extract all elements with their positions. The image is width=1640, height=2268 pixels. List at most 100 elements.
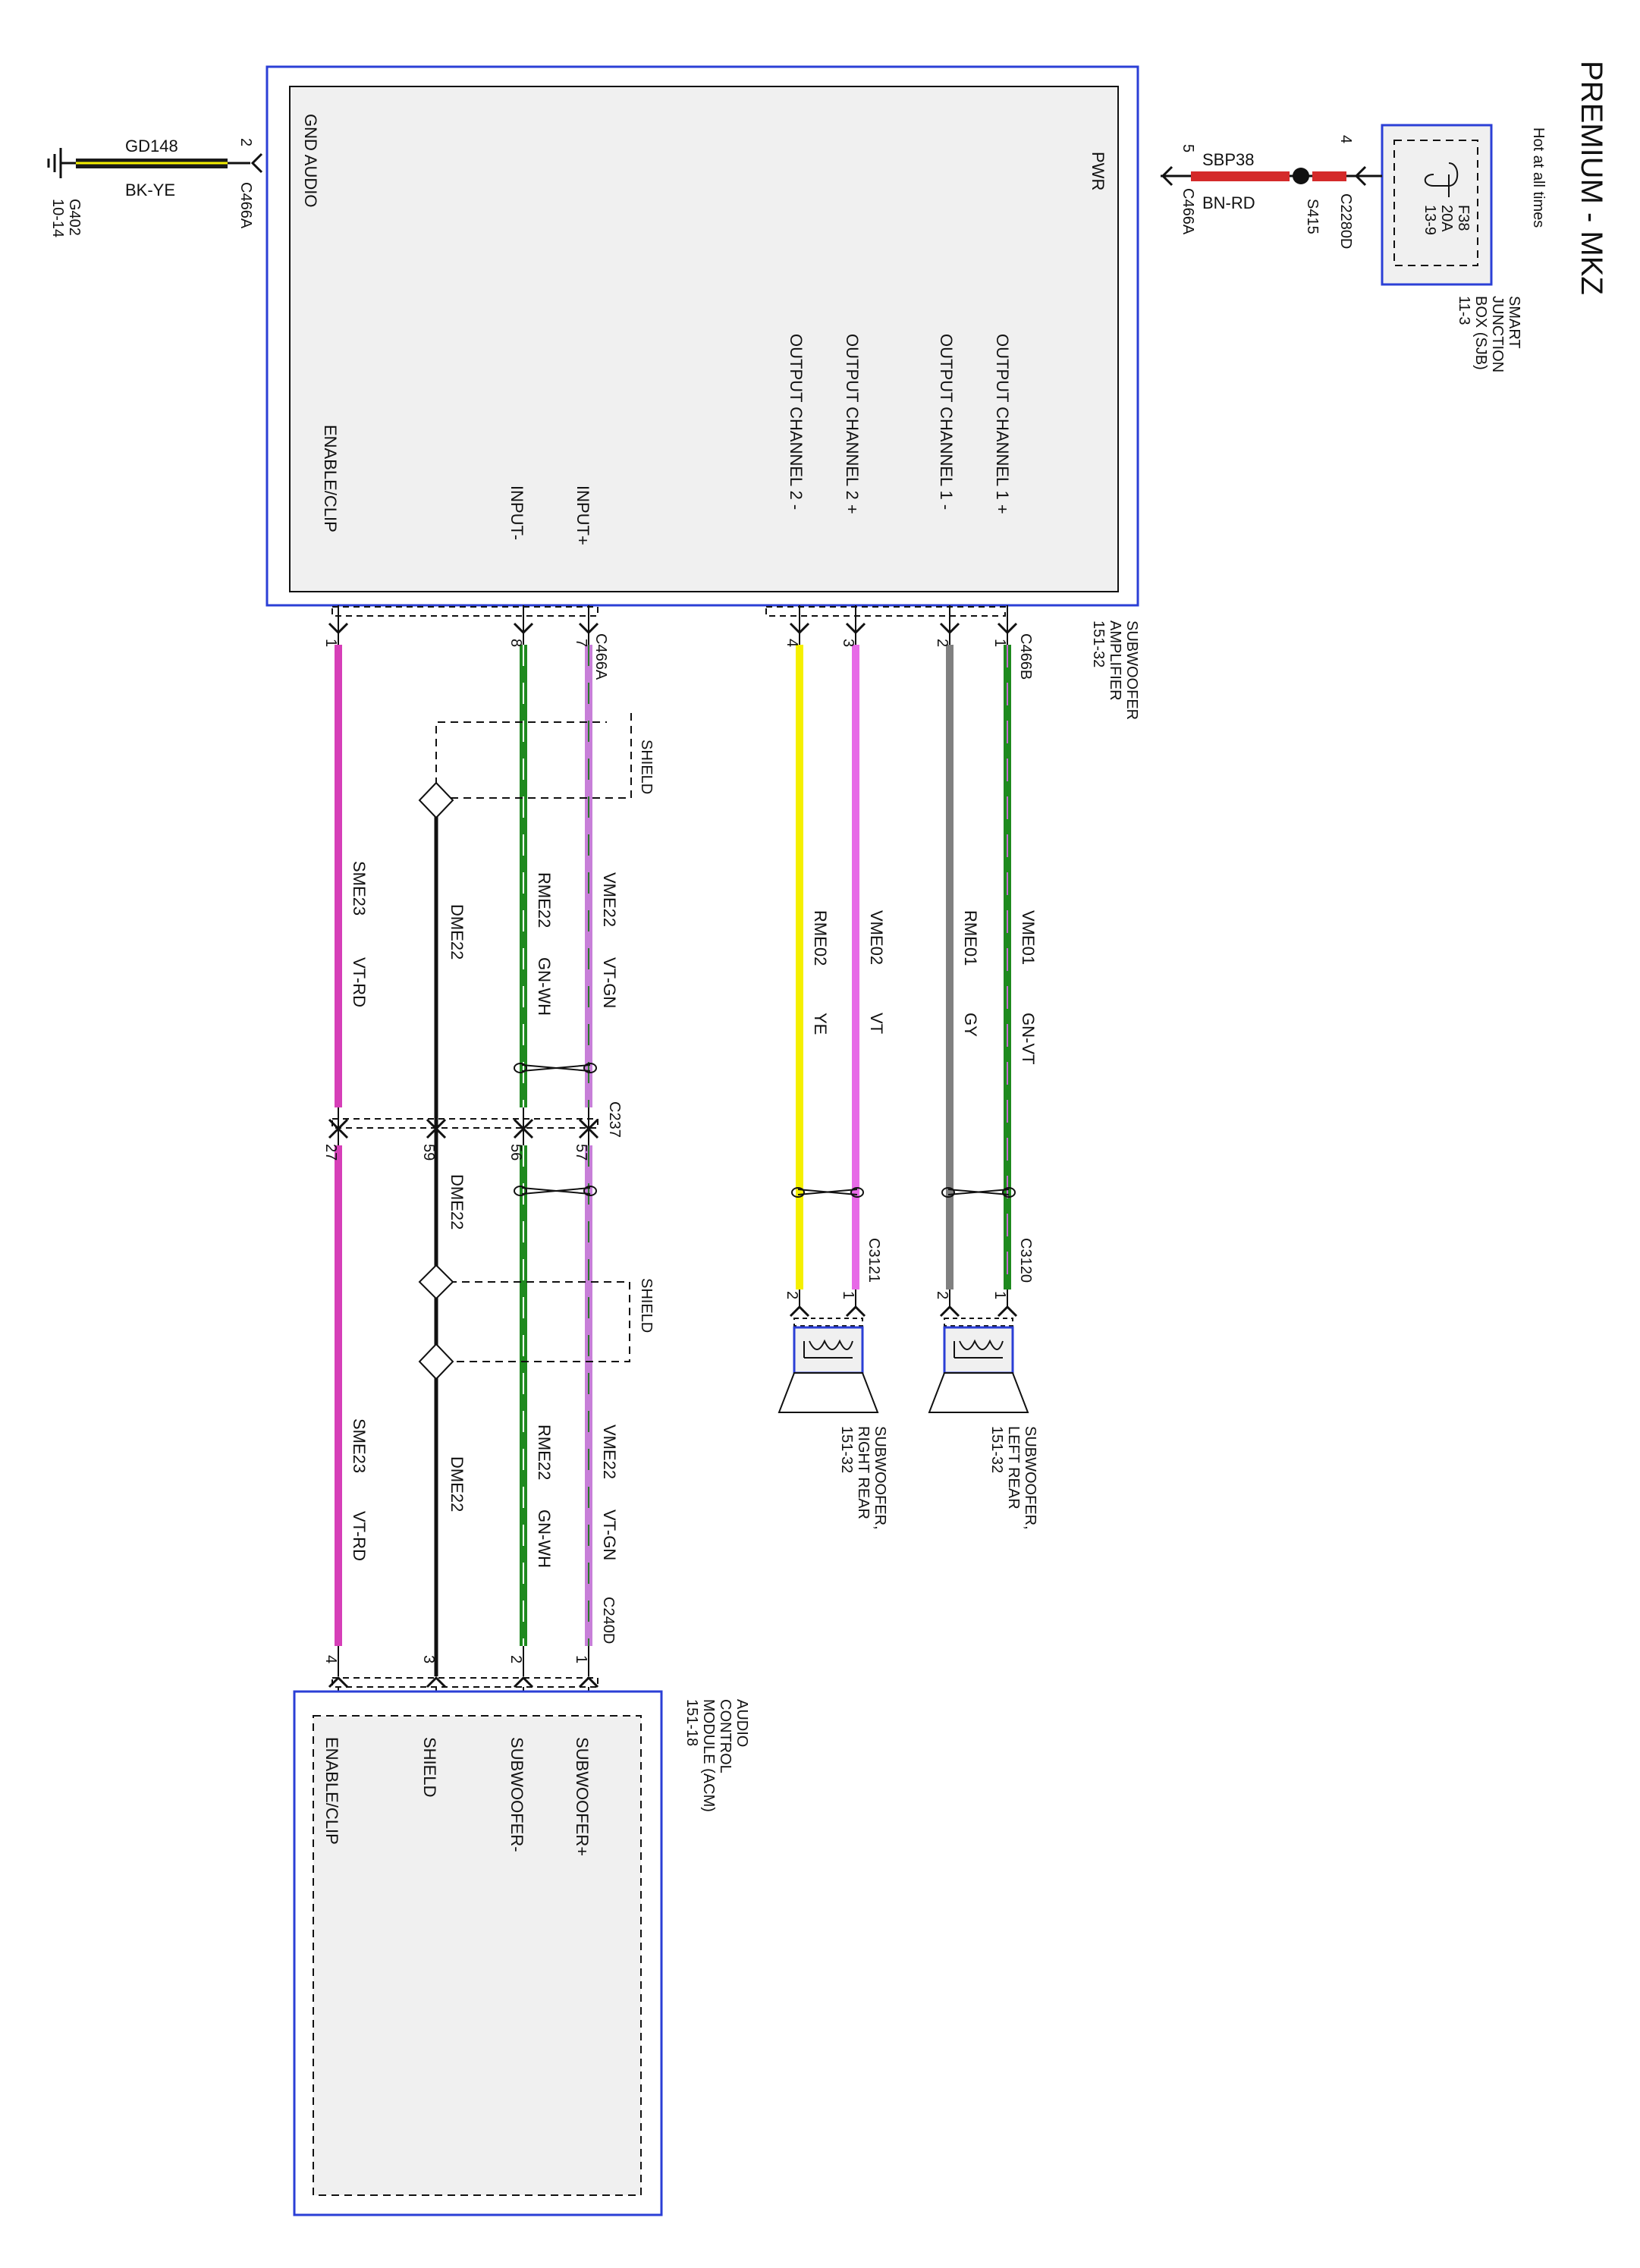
wire2-pin: 2 [934, 639, 950, 647]
wire3-pin: 3 [840, 639, 856, 647]
amp-pin-out2-plus: OUTPUT CHANNEL 2 + [843, 334, 862, 514]
c237-pin-input-plus: 57 [573, 1144, 589, 1161]
right-speaker-name-line3: 151-32 [838, 1426, 855, 1473]
speaker-cone-icon [928, 1372, 1029, 1413]
connector-c466a [331, 606, 599, 617]
power-circuit: SBP38 [1202, 150, 1255, 169]
power-pin: 5 [1180, 144, 1196, 152]
amp-connector-b: C466B [1017, 633, 1034, 680]
acm-pin-1: 1 [573, 1655, 589, 1663]
splice-dot [1293, 168, 1309, 184]
left-speaker-name-line2: LEFT REAR [1005, 1426, 1022, 1509]
ground-connector: C466A [237, 182, 254, 229]
ground-pin: 2 [237, 138, 254, 146]
ground-ref-id: G402 [66, 199, 83, 236]
ground-ref-page: 10-14 [49, 199, 66, 237]
input-minus-color-code-lower: GN-WH [535, 1509, 554, 1568]
amp-pin-gnd-audio: GND AUDIO [301, 114, 320, 207]
acm-pin-enable-clip: ENABLE/CLIP [322, 1737, 341, 1845]
enable-circuit: SME23 [350, 861, 369, 916]
acm-name-line2: CONTROL [717, 1699, 734, 1773]
input-minus-pin: 8 [507, 639, 524, 647]
amp-pin-out2-minus: OUTPUT CHANNEL 2 - [787, 334, 806, 510]
left-speaker-pin2: 2 [934, 1291, 950, 1299]
c237-label: C237 [606, 1101, 623, 1138]
wire3-color-code: VT [867, 1013, 886, 1034]
sjb-connector: C2280D [1337, 193, 1354, 249]
right-speaker-name-line1: SUBWOOFER, [872, 1426, 888, 1530]
enable-circuit-lower: SME23 [350, 1418, 369, 1473]
splice-label: S415 [1304, 199, 1321, 234]
ground-color-code: BK-YE [125, 181, 175, 199]
shield-drain-icon [418, 1264, 454, 1300]
shield-circuit: DME22 [448, 904, 467, 960]
amp-pin-out1-plus: OUTPUT CHANNEL 1 + [993, 334, 1012, 514]
shield-drain-icon [418, 781, 454, 819]
sjb-name-line1: SMART [1506, 296, 1522, 349]
wire4-circuit: RME02 [811, 910, 830, 966]
acm-pin-shield: SHIELD [420, 1737, 439, 1797]
acm-name-line4: 151-18 [683, 1699, 700, 1746]
wire3-circuit: VME02 [867, 910, 886, 965]
acm-name-line3: MODULE (ACM) [700, 1699, 717, 1812]
right-rear-subwoofer: SUBWOOFER, RIGHT REAR 151-32 [778, 1326, 888, 1530]
wire1-pin: 1 [991, 639, 1008, 647]
input-plus-color-code-lower: VT-GN [600, 1509, 619, 1560]
fuse-cavity: 13-9 [1422, 205, 1438, 235]
left-speaker-name-line1: SUBWOOFER, [1022, 1426, 1038, 1530]
enable-color-code-lower: VT-RD [350, 1511, 369, 1561]
acm-connector: C240D [600, 1597, 617, 1644]
shield-label-lower: SHIELD [638, 1278, 655, 1333]
input-plus-pin: 7 [573, 639, 589, 647]
fuse-id: F38 [1455, 205, 1472, 231]
speaker-cone-icon [778, 1372, 879, 1413]
c237-pin-shield: 59 [420, 1144, 437, 1161]
connector-c237 [331, 1118, 599, 1129]
amp-pin-input-minus: INPUT- [507, 485, 526, 540]
subwoofer-amplifier: GND AUDIO PWR OUTPUT CHANNEL 1 + OUTPUT … [265, 65, 1140, 720]
speaker-wires: 1 2 3 4 VME01 GN-VT RME01 GY VME02 VT RM… [784, 605, 1038, 1327]
input-minus-circuit-lower: RME22 [535, 1425, 554, 1480]
right-speaker-connector: C3121 [866, 1238, 882, 1283]
signal-wires: 7 8 1 SHIELD VME22 VT-GN RME22 GN-WH DME… [322, 605, 655, 1716]
enable-color-code: VT-RD [350, 957, 369, 1007]
input-plus-circuit-lower: VME22 [600, 1425, 619, 1479]
left-speaker-connector: C3120 [1017, 1238, 1034, 1283]
amp-pin-out1-minus: OUTPUT CHANNEL 1 - [937, 334, 956, 510]
c237-pin-enable: 27 [322, 1144, 339, 1161]
power-color-code: BN-RD [1202, 193, 1255, 212]
amp-connector-a: C466A [592, 633, 609, 680]
power-feed: 4 C2280D S415 SBP38 BN-RD 5 C466A [1161, 135, 1382, 249]
wire1-circuit: VME01 [1019, 910, 1038, 965]
amp-name-line1: SUBWOOFER [1123, 620, 1140, 720]
wire4-pin: 4 [784, 639, 800, 647]
sjb-hot-label: Hot at all times [1530, 127, 1547, 228]
ground-feed: GD148 BK-YE 2 C466A G402 10-14 [47, 137, 263, 237]
shield-circuit-lower: DME22 [448, 1456, 467, 1512]
ground-circuit: GD148 [125, 137, 178, 155]
right-speaker-pin1: 1 [840, 1291, 856, 1299]
wire2-color-code: GY [961, 1013, 980, 1037]
sjb-pin: 4 [1337, 135, 1354, 143]
left-rear-subwoofer: SUBWOOFER, LEFT REAR 151-32 [928, 1326, 1038, 1530]
wire1-color-code: GN-VT [1019, 1013, 1038, 1064]
sjb-name-line2: JUNCTION [1489, 296, 1506, 372]
power-connector: C466A [1180, 188, 1196, 235]
right-speaker-name-line2: RIGHT REAR [855, 1426, 872, 1519]
audio-control-module: AUDIO CONTROL MODULE (ACM) 151-18 SUBWOO… [293, 1690, 750, 2216]
sjb-name-line3: BOX (SJB) [1472, 296, 1489, 370]
acm-name-line1: AUDIO [734, 1699, 750, 1747]
wire4-color-code: YE [811, 1013, 830, 1035]
input-minus-color-code: GN-WH [535, 957, 554, 1016]
left-speaker-name-line3: 151-32 [988, 1426, 1005, 1473]
shield-drain-icon [418, 1343, 454, 1381]
enable-pin: 1 [322, 639, 339, 647]
left-speaker-pin1: 1 [991, 1291, 1008, 1299]
shield-circuit-mid: DME22 [448, 1174, 467, 1230]
amp-name-line2: AMPLIFIER [1107, 620, 1123, 701]
diagram-title: PREMIUM - MKZ [1575, 61, 1608, 295]
acm-pin-4: 4 [322, 1655, 339, 1663]
amp-pin-enable-clip: ENABLE/CLIP [321, 425, 340, 532]
acm-pin-subwoofer-minus: SUBWOOFER- [507, 1737, 526, 1852]
